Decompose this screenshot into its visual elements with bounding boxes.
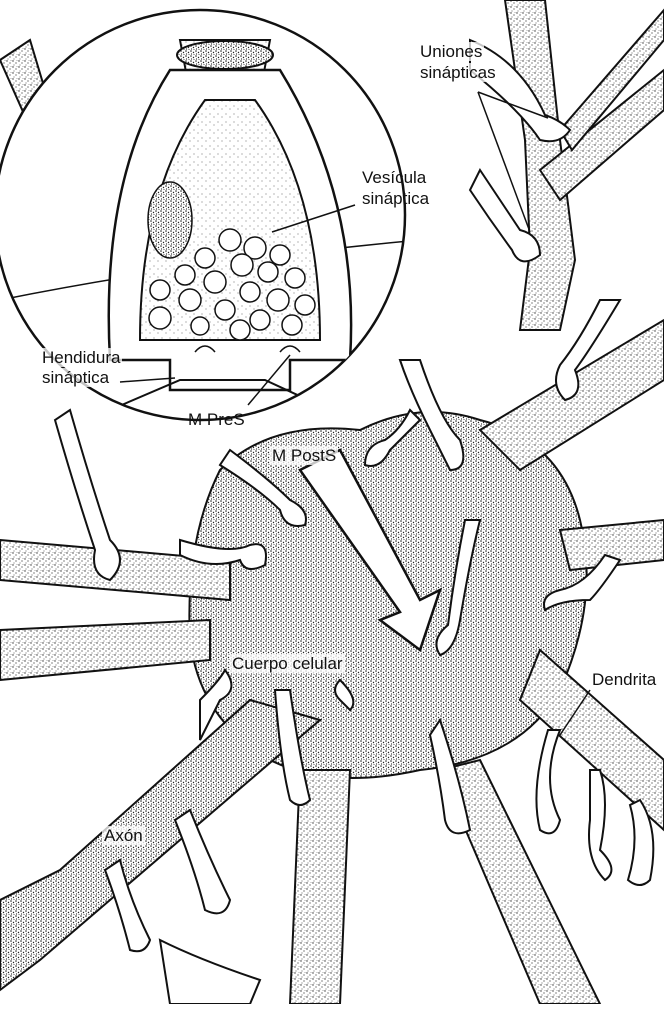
label-hendidura-sinaptica-1: Hendidura: [40, 348, 122, 367]
label-uniones-sinapticas-1: Uniones: [418, 42, 484, 61]
label-dendrita: Dendrita: [590, 670, 658, 689]
label-axon: Axón: [102, 826, 145, 845]
label-vesicula-sinaptica-2: sináptica: [362, 189, 429, 208]
label-hendidura-sinaptica-2: sináptica: [40, 368, 111, 387]
label-cuerpo-celular: Cuerpo celular: [230, 654, 345, 673]
label-uniones-sinapticas-2: sinápticas: [418, 63, 498, 82]
label-membrana-postsinaptica: M PostS: [270, 446, 338, 465]
label-vesicula-sinaptica-1: Vesícula: [362, 168, 426, 187]
label-membrana-presinaptica: M PreS: [188, 410, 245, 429]
